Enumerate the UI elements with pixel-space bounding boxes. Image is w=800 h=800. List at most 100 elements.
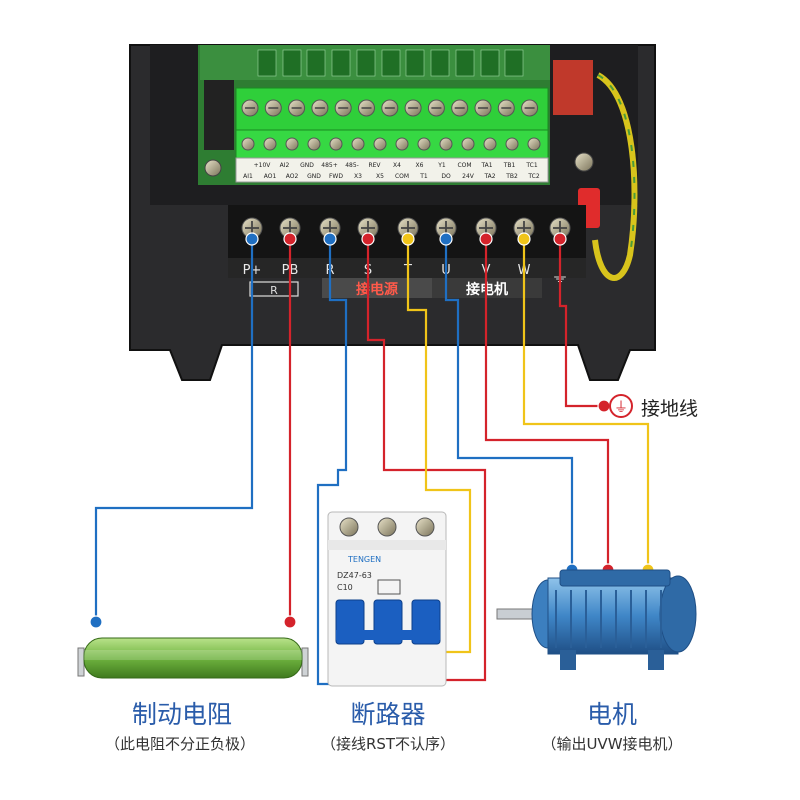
- motor-wire-yellow: [522, 239, 650, 566]
- control-terminal-label: 485+: [321, 162, 337, 169]
- control-terminal-label: X3: [354, 173, 362, 180]
- control-terminal-label: AO2: [286, 173, 299, 180]
- connection-dot: [283, 232, 297, 246]
- motor-wire-blue: [444, 239, 574, 566]
- control-terminal-labels-top: +10V AI2 GND 485+ 485- REV X4 X6 Y1 COM TA1 TB1 TC1: [254, 162, 538, 169]
- breaker-screw: [339, 517, 359, 537]
- control-terminal-screw: [439, 137, 453, 151]
- control-terminal-label: FWD: [329, 173, 343, 180]
- control-terminal-label: TA1: [480, 162, 492, 169]
- control-terminal-screw: [307, 137, 321, 151]
- ground-icon: [609, 394, 633, 418]
- resistor-symbol: [249, 281, 299, 297]
- ground-icon-glyph: ⏚: [614, 400, 628, 416]
- control-terminal-label: TC1: [525, 162, 538, 169]
- pcb-connector: [480, 49, 500, 77]
- connection-dot: [553, 232, 567, 246]
- control-terminal-screw: [461, 137, 475, 151]
- ground-mount-screw: [574, 152, 594, 172]
- pcb-connector: [282, 49, 302, 77]
- power-input-label: 接电源: [356, 281, 398, 298]
- control-terminal-screw: [527, 137, 541, 151]
- control-terminal-label: AI2: [280, 162, 290, 169]
- connection-dot: [401, 232, 415, 246]
- control-terminal-label: T1: [419, 173, 428, 180]
- resistor-wire-blue: [94, 239, 254, 622]
- control-terminal-screws: [241, 99, 541, 151]
- pcb-connector: [381, 49, 401, 77]
- control-terminal-screw: [395, 137, 409, 151]
- control-terminal-label: AO1: [264, 173, 277, 180]
- power-input-group: [322, 278, 432, 298]
- breaker-screw: [377, 517, 397, 537]
- control-terminal-label: TA2: [483, 173, 495, 180]
- control-terminal-screw: [351, 137, 365, 151]
- connection-dot: [479, 232, 493, 246]
- control-terminal-label: X6: [416, 162, 424, 169]
- pcb-connector: [504, 49, 524, 77]
- control-terminal-screw: [373, 137, 387, 151]
- electric-motor: [496, 569, 697, 670]
- control-terminal-screw: [241, 137, 255, 151]
- control-terminal-label: 485-: [345, 162, 359, 169]
- control-terminal-screw: [329, 137, 343, 151]
- connection-dot: [245, 232, 259, 246]
- board-components: [204, 49, 593, 150]
- connection-dot: [323, 232, 337, 246]
- pcb-connector: [430, 49, 450, 77]
- control-terminal-label: TB1: [503, 162, 516, 169]
- control-terminal-screw: [285, 137, 299, 151]
- control-terminal-screw: [263, 137, 277, 151]
- connection-dot: [89, 615, 103, 629]
- breaker-brand: TENGEN: [347, 555, 381, 564]
- control-terminal-label: X5: [376, 173, 384, 180]
- connection-dot: [597, 399, 611, 413]
- circuit-breaker: TENGEN DZ47-63 C10: [327, 511, 447, 687]
- control-terminal-label: 24V: [462, 173, 475, 180]
- pcb-connector: [257, 49, 277, 77]
- pcb-connector: [306, 49, 326, 77]
- motor-note: （输出UVW接电机）: [541, 735, 683, 753]
- svg-text:R: R: [270, 284, 278, 297]
- control-terminal-label: Y1: [437, 162, 446, 169]
- wires: [94, 239, 650, 686]
- pcb-connector: [455, 49, 475, 77]
- ground-wire-red: [558, 239, 604, 408]
- breaker-note: （接线RST不认序）: [320, 735, 456, 753]
- breaker-model: DZ47-63: [337, 571, 372, 580]
- breaker-rating: C10: [337, 583, 353, 592]
- brake-resistor-note: （此电阻不分正负极）: [104, 735, 255, 753]
- control-terminal-label: REV: [368, 162, 381, 169]
- ground-wire-label: 接地线: [641, 398, 699, 420]
- control-terminal-screw: [505, 137, 519, 151]
- control-terminal-screw: [483, 137, 497, 151]
- control-terminal-label: GND: [300, 162, 314, 169]
- control-terminal-label: X4: [393, 162, 401, 169]
- breaker-title: 断路器: [350, 700, 426, 729]
- control-terminal-label: COM: [395, 173, 409, 180]
- motor-wire-red: [484, 239, 610, 566]
- control-terminal-label: GND: [307, 173, 321, 180]
- connection-dot: [439, 232, 453, 246]
- control-terminal-label: TB2: [505, 173, 518, 180]
- pcb-connector: [356, 49, 376, 77]
- pin-header: [204, 80, 234, 150]
- control-terminal-label: DO: [441, 173, 451, 180]
- control-terminal-label: AI1: [243, 173, 253, 180]
- connection-dot: [361, 232, 375, 246]
- breaker-wire-yellow: [406, 239, 472, 654]
- relay: [553, 60, 593, 115]
- board-mount-screw: [204, 159, 222, 177]
- brake-resistor: [77, 637, 309, 679]
- pcb-connector: [405, 49, 425, 77]
- control-terminal-screw: [417, 137, 431, 151]
- breaker-screw: [415, 517, 435, 537]
- power-terminal-screws: [241, 217, 571, 239]
- connection-dot: [517, 232, 531, 246]
- pcb-connector: [331, 49, 351, 77]
- control-terminal-label: COM: [457, 162, 471, 169]
- control-terminal-label: +10V: [254, 162, 272, 169]
